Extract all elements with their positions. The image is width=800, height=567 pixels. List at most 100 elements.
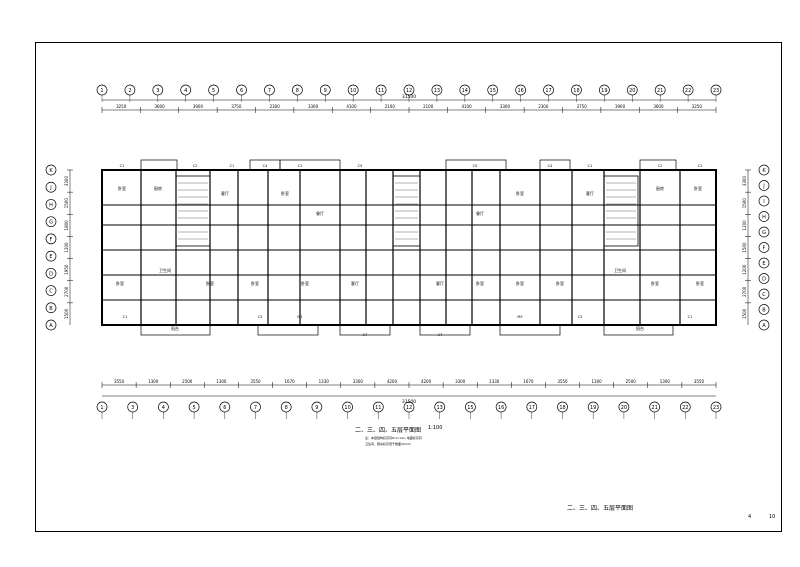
- right-axis-label: J: [762, 184, 764, 190]
- bottom-dim-value: 1670: [285, 379, 296, 384]
- outer-wall: [101, 169, 717, 326]
- left-axis-bubble: [45, 164, 57, 176]
- room-label: 客厅: [586, 190, 594, 196]
- top-dim-value: 2300: [270, 104, 281, 109]
- opening-tag: C1: [123, 315, 128, 319]
- right-dim-value: 1200: [742, 264, 747, 275]
- top-axis-label: 23: [713, 88, 719, 94]
- top-dim-value: 2100: [385, 104, 396, 109]
- top-axis-label: 17: [545, 88, 551, 94]
- top-dim-value: 3300: [308, 104, 319, 109]
- left-dim-value: 1800: [64, 220, 69, 231]
- top-axis-label: 1: [100, 88, 103, 94]
- top-dim-value: 3300: [500, 104, 511, 109]
- left-axis-bubble: [45, 199, 57, 210]
- top-dim-value: 3750: [231, 104, 242, 109]
- opening-tag: C1: [698, 164, 703, 168]
- left-axis-label: B: [49, 306, 53, 312]
- right-axis-label: G: [762, 230, 766, 236]
- overall-dim-bottom: 31500: [402, 399, 416, 405]
- right-dim-value: 1200: [742, 220, 747, 231]
- opening-tag: C1: [588, 164, 593, 168]
- drawing-frame: [35, 42, 782, 532]
- top-axis-label: 22: [685, 88, 691, 94]
- room-label: 卧室: [206, 280, 214, 286]
- right-axis-label: C: [762, 292, 766, 298]
- right-axis-bubble: [758, 164, 770, 176]
- balcony: [445, 159, 507, 171]
- top-axis-label: 6: [240, 88, 243, 94]
- right-axis-bubble: [758, 226, 770, 238]
- opening-tag: C1: [298, 164, 303, 168]
- top-axis-label: 11: [378, 88, 384, 94]
- top-axis-label: 12: [406, 88, 412, 94]
- top-dim-value: 3900: [615, 104, 626, 109]
- top-axis-label: 8: [296, 88, 299, 94]
- opening-tag: M1: [297, 315, 302, 319]
- bottom-axis-label: 13: [437, 405, 443, 411]
- right-axis-label: K: [762, 168, 766, 174]
- bottom-dim-value: 4200: [421, 379, 432, 384]
- drawing-note-2: 卫生间、厨房标高低于楼面20mm: [365, 442, 411, 446]
- top-dim-value: 4100: [461, 104, 472, 109]
- balcony: [140, 159, 178, 171]
- bottom-axis-label: 1: [100, 405, 103, 411]
- top-dim-value: 3600: [653, 104, 664, 109]
- top-axis-label: 16: [517, 88, 523, 94]
- top-axis-label: 2: [128, 88, 131, 94]
- room-label: 阳台: [636, 325, 644, 331]
- opening-tag: C2: [193, 164, 198, 168]
- top-axis-label: 19: [601, 88, 607, 94]
- right-axis-label: B: [762, 308, 766, 314]
- left-axis-label: K: [49, 168, 53, 174]
- opening-tag: C3: [578, 315, 583, 319]
- right-axis-label: E: [762, 261, 765, 267]
- sheet-title: 二、三、四、五层平面图: [567, 505, 634, 512]
- bottom-axis-label: 19: [590, 405, 596, 411]
- room-label: 餐厅: [476, 210, 484, 216]
- left-axis-bubble: [45, 233, 57, 245]
- bottom-axis-label: 7: [254, 405, 257, 411]
- room-label: 卧室: [116, 280, 124, 286]
- right-axis-bubble: [758, 257, 770, 269]
- bottom-axis-label: 20: [621, 405, 627, 411]
- top-dim-value: 3900: [193, 104, 204, 109]
- opening-tag: C4: [263, 164, 268, 168]
- left-dim-value: 1500: [64, 308, 69, 319]
- room-label: 卧室: [476, 280, 484, 286]
- bottom-dim-value: 3550: [694, 379, 705, 384]
- bottom-dim-value: 3300: [353, 379, 364, 384]
- bottom-axis-label: 18: [559, 405, 565, 411]
- bottom-dim-value: 3300: [455, 379, 466, 384]
- left-axis-label: A: [49, 323, 53, 329]
- bottom-axis-label: 5: [193, 405, 196, 411]
- bottom-axis-label: 21: [651, 405, 657, 411]
- bottom-dim-value: 1300: [216, 379, 227, 384]
- left-dim-value: 1500: [64, 198, 69, 209]
- opening-tag: C1: [688, 315, 693, 319]
- balcony: [419, 324, 471, 336]
- bottom-axis-label: 3: [131, 405, 134, 411]
- top-axis-label: 7: [268, 88, 271, 94]
- bottom-axis-label: 12: [406, 405, 412, 411]
- top-axis-label: 3: [156, 88, 159, 94]
- right-axis-bubble: [758, 195, 770, 207]
- top-axis-label: 15: [490, 88, 496, 94]
- opening-tag: C1: [120, 164, 125, 168]
- room-label: 卧室: [556, 280, 564, 286]
- bottom-dim-value: 1330: [489, 379, 500, 384]
- top-dim-value: 4100: [346, 104, 357, 109]
- right-axis-label: F: [763, 246, 766, 252]
- drawing-title: 二、三、四、五层平面图: [355, 427, 422, 434]
- sheet-total: 10: [769, 514, 776, 520]
- left-axis-label: E: [49, 254, 52, 260]
- right-axis-bubble: [758, 211, 770, 222]
- balcony: [339, 324, 391, 336]
- opening-tag: C2: [658, 164, 663, 168]
- bottom-axis-label: 10: [344, 405, 350, 411]
- left-dim-value: 3300: [64, 176, 69, 187]
- room-label: 卧室: [251, 280, 259, 286]
- bottom-axis-label: 4: [162, 405, 165, 411]
- room-label: 餐厅: [316, 210, 324, 216]
